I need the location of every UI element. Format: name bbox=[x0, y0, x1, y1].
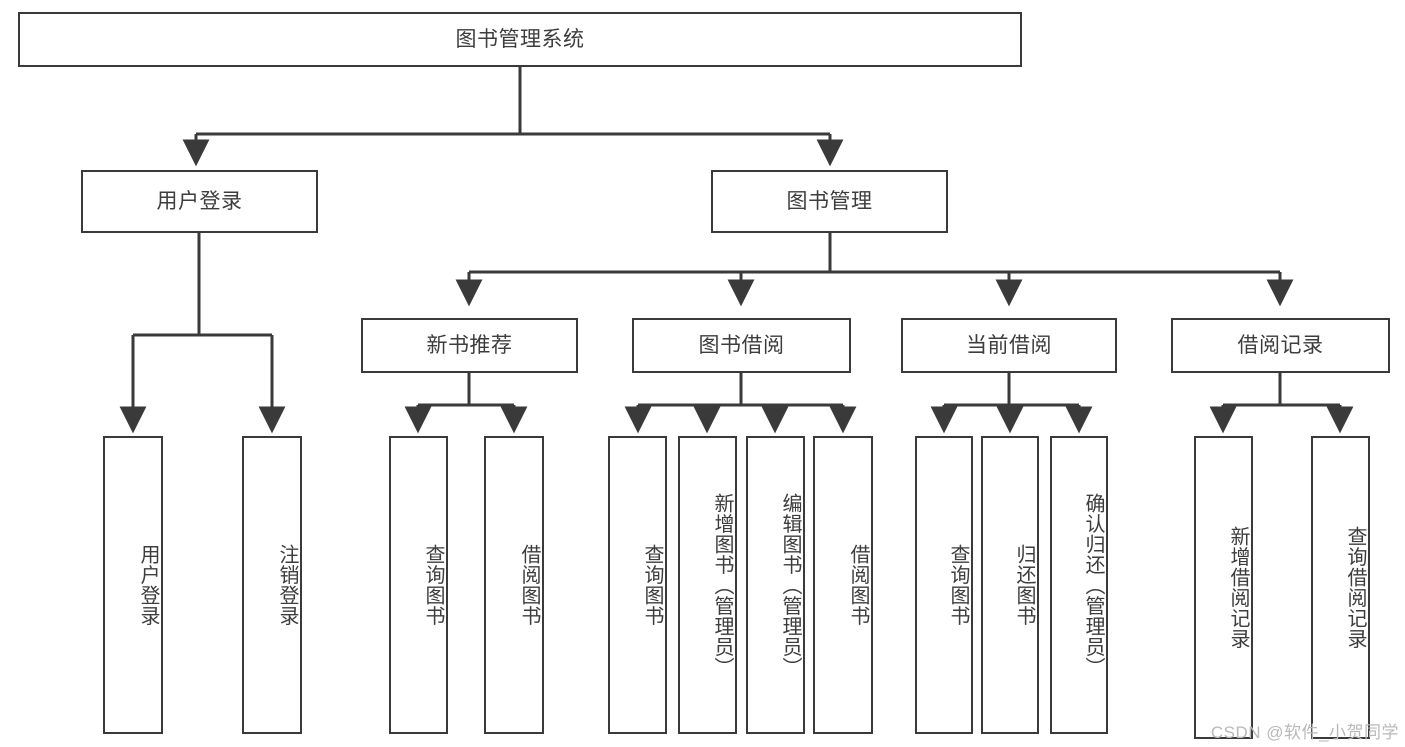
node-label: 新书推荐 bbox=[426, 333, 513, 357]
leaf-user-login-signin[interactable]: 用户登录 bbox=[103, 436, 163, 734]
leaf-borrow-record-query[interactable]: 查询借阅记录 bbox=[1311, 436, 1370, 739]
node-label: 借阅图书 bbox=[847, 544, 869, 626]
leaf-user-login-signout[interactable]: 注销登录 bbox=[242, 436, 302, 734]
node-label: 图书借阅 bbox=[698, 333, 785, 357]
node-label: 编辑图书（管理员） bbox=[779, 492, 801, 678]
node-user-login[interactable]: 用户登录 bbox=[81, 170, 318, 233]
node-label: 用户登录 bbox=[156, 189, 243, 213]
node-label: 查询借阅记录 bbox=[1344, 526, 1366, 649]
node-label: 注销登录 bbox=[276, 544, 298, 626]
node-new-book-recommendation[interactable]: 新书推荐 bbox=[361, 318, 578, 373]
node-label: 图书管理系统 bbox=[455, 27, 585, 51]
leaf-book-borrow-borrow[interactable]: 借阅图书 bbox=[813, 436, 873, 734]
node-label: 借阅图书 bbox=[518, 544, 540, 626]
leaf-borrow-record-add[interactable]: 新增借阅记录 bbox=[1194, 436, 1253, 739]
node-label: 归还图书 bbox=[1013, 544, 1035, 626]
leaf-new-book-borrow[interactable]: 借阅图书 bbox=[484, 436, 544, 734]
node-label: 图书管理 bbox=[786, 189, 873, 213]
node-label: 查询图书 bbox=[422, 544, 444, 626]
node-label: 用户登录 bbox=[137, 544, 159, 626]
node-book-management[interactable]: 图书管理 bbox=[711, 170, 948, 233]
leaf-book-borrow-edit[interactable]: 编辑图书（管理员） bbox=[746, 436, 805, 734]
node-label: 查询图书 bbox=[947, 544, 969, 626]
node-label: 当前借阅 bbox=[966, 333, 1052, 357]
node-label: 新增借阅记录 bbox=[1227, 526, 1249, 649]
leaf-current-borrow-return[interactable]: 归还图书 bbox=[981, 436, 1039, 734]
leaf-book-borrow-add[interactable]: 新增图书（管理员） bbox=[678, 436, 737, 734]
leaf-current-borrow-query[interactable]: 查询图书 bbox=[915, 436, 973, 734]
node-current-borrowing[interactable]: 当前借阅 bbox=[901, 318, 1117, 373]
leaf-book-borrow-query[interactable]: 查询图书 bbox=[608, 436, 667, 734]
node-label: 借阅记录 bbox=[1237, 333, 1324, 357]
node-root-book-management-system[interactable]: 图书管理系统 bbox=[18, 12, 1022, 67]
leaf-new-book-query[interactable]: 查询图书 bbox=[389, 436, 448, 734]
leaf-current-borrow-confirm-return[interactable]: 确认归还（管理员） bbox=[1050, 436, 1108, 734]
node-label: 确认归还（管理员） bbox=[1082, 492, 1104, 678]
node-borrowing-records[interactable]: 借阅记录 bbox=[1171, 318, 1390, 373]
csdn-watermark: CSDN @软件_小贺同学 bbox=[1210, 723, 1399, 742]
node-label: 查询图书 bbox=[641, 544, 663, 626]
node-label: 新增图书（管理员） bbox=[711, 492, 733, 678]
node-book-borrowing[interactable]: 图书借阅 bbox=[632, 318, 851, 373]
